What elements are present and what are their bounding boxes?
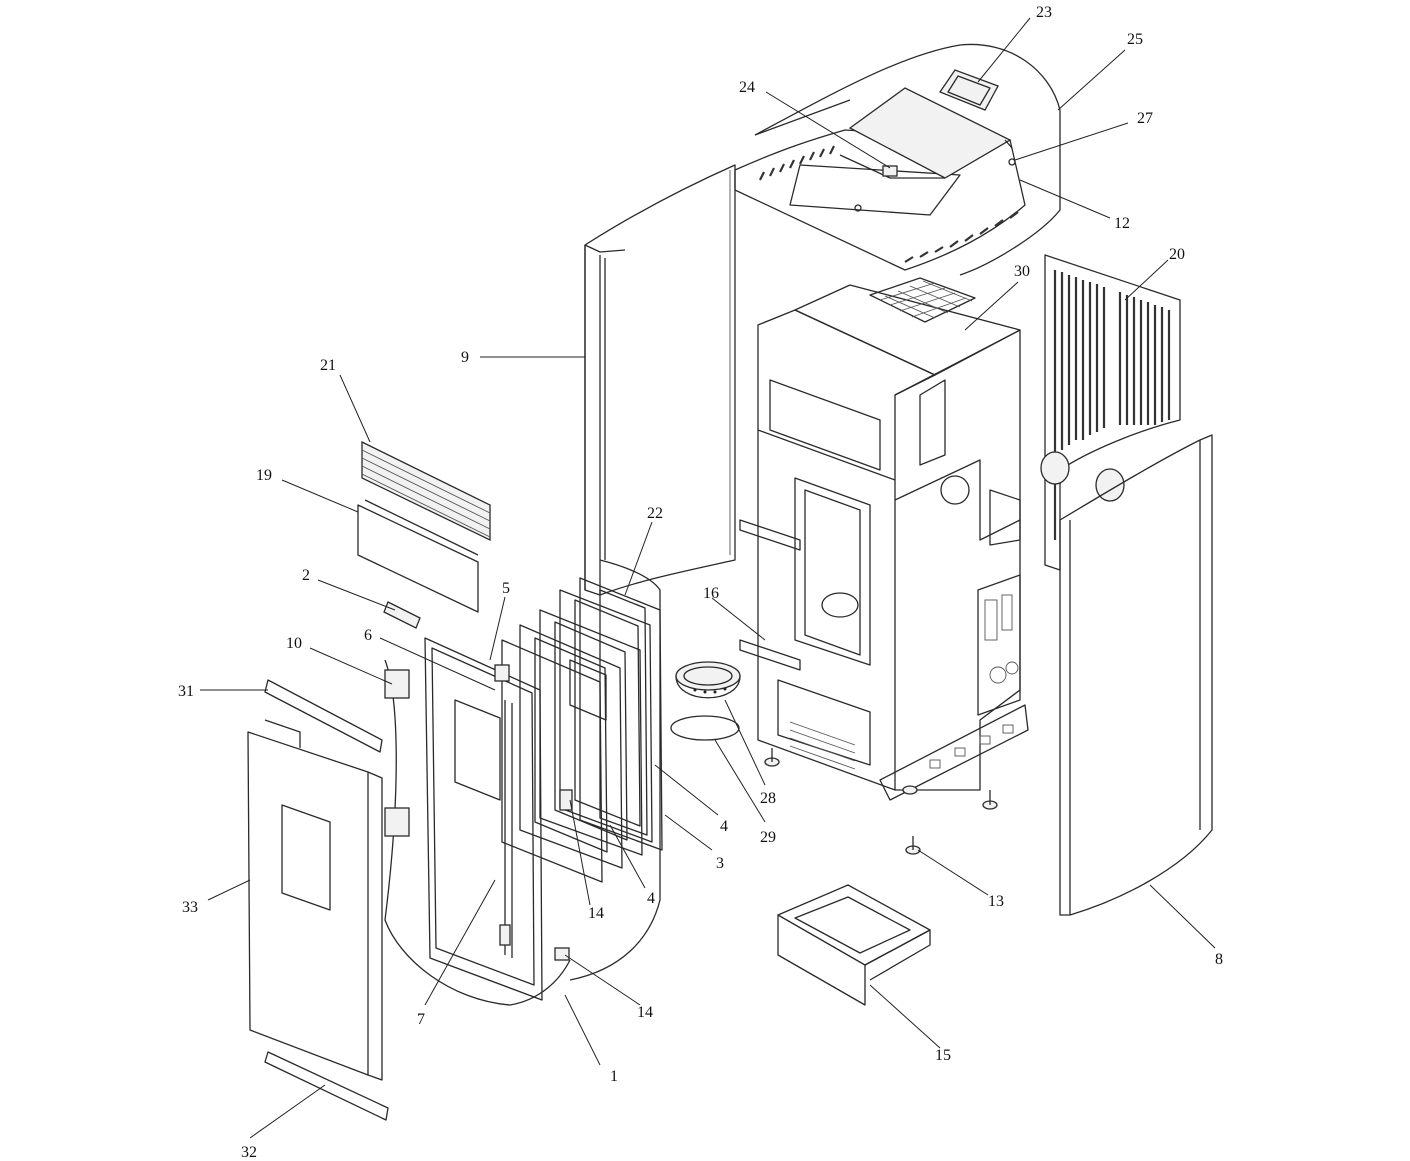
lid-latch	[882, 165, 898, 177]
ash-drawer	[777, 884, 931, 1006]
callout-32: 32	[241, 1144, 257, 1161]
callout-33: 33	[182, 899, 198, 916]
small-bracket	[383, 601, 421, 629]
top-cover-outline	[754, 43, 1061, 276]
callout-21: 21	[320, 357, 336, 374]
top-grille-plate	[734, 129, 1026, 271]
left-side-panel	[584, 164, 736, 596]
bottom-trim	[264, 1051, 389, 1121]
door-hinges	[384, 669, 410, 837]
callout-31: 31	[178, 683, 194, 700]
callout-9: 9	[461, 349, 469, 366]
inner-door	[424, 637, 543, 1001]
callout-6: 6	[364, 627, 372, 644]
callout-28: 28	[760, 790, 776, 807]
control-display	[939, 69, 999, 111]
door-assembly-outline	[384, 559, 661, 1006]
top-lid	[839, 87, 1013, 179]
top-trim	[264, 679, 383, 753]
callout-3: 3	[716, 855, 724, 872]
burn-pot-gasket	[670, 715, 740, 741]
callout-25: 25	[1127, 31, 1143, 48]
callout-4-lower: 4	[647, 890, 655, 907]
back-panel	[1040, 254, 1181, 571]
callout-27: 27	[1137, 110, 1153, 127]
outer-door	[247, 719, 383, 1081]
callout-4-upper: 4	[720, 818, 728, 835]
callout-15: 15	[935, 1047, 951, 1064]
callout-22: 22	[647, 505, 663, 522]
adjustable-feet	[764, 748, 998, 855]
burn-pot	[675, 661, 741, 699]
upper-front-panel	[357, 499, 479, 613]
callout-10: 10	[286, 635, 302, 652]
callout-14-upper: 14	[588, 905, 604, 922]
right-side-panel	[1059, 434, 1213, 916]
callout-8: 8	[1215, 951, 1223, 968]
screw-27	[1008, 158, 1016, 166]
callout-5: 5	[502, 580, 510, 597]
callout-7: 7	[417, 1011, 425, 1028]
callout-19: 19	[256, 467, 272, 484]
callout-13: 13	[988, 893, 1004, 910]
front-air-grille	[361, 440, 491, 542]
callout-1: 1	[610, 1068, 618, 1085]
door-glass-frames	[501, 577, 663, 883]
callout-14-lower: 14	[637, 1004, 653, 1021]
callout-30: 30	[1014, 263, 1030, 280]
callout-2: 2	[302, 567, 310, 584]
hinge-bracket	[554, 789, 573, 961]
callout-24: 24	[739, 79, 755, 96]
stove-body	[739, 277, 1029, 801]
callout-23: 23	[1036, 4, 1052, 21]
callout-labels: 1 2 3 4 4 5 6 7 8 9 10 12 13 14 14 15 16…	[178, 4, 1223, 1161]
callout-16: 16	[703, 585, 719, 602]
callout-20: 20	[1169, 246, 1185, 263]
callout-12: 12	[1114, 215, 1130, 232]
leader-lines	[200, 17, 1216, 1139]
door-handle-block	[494, 664, 510, 682]
callout-29: 29	[760, 829, 776, 846]
